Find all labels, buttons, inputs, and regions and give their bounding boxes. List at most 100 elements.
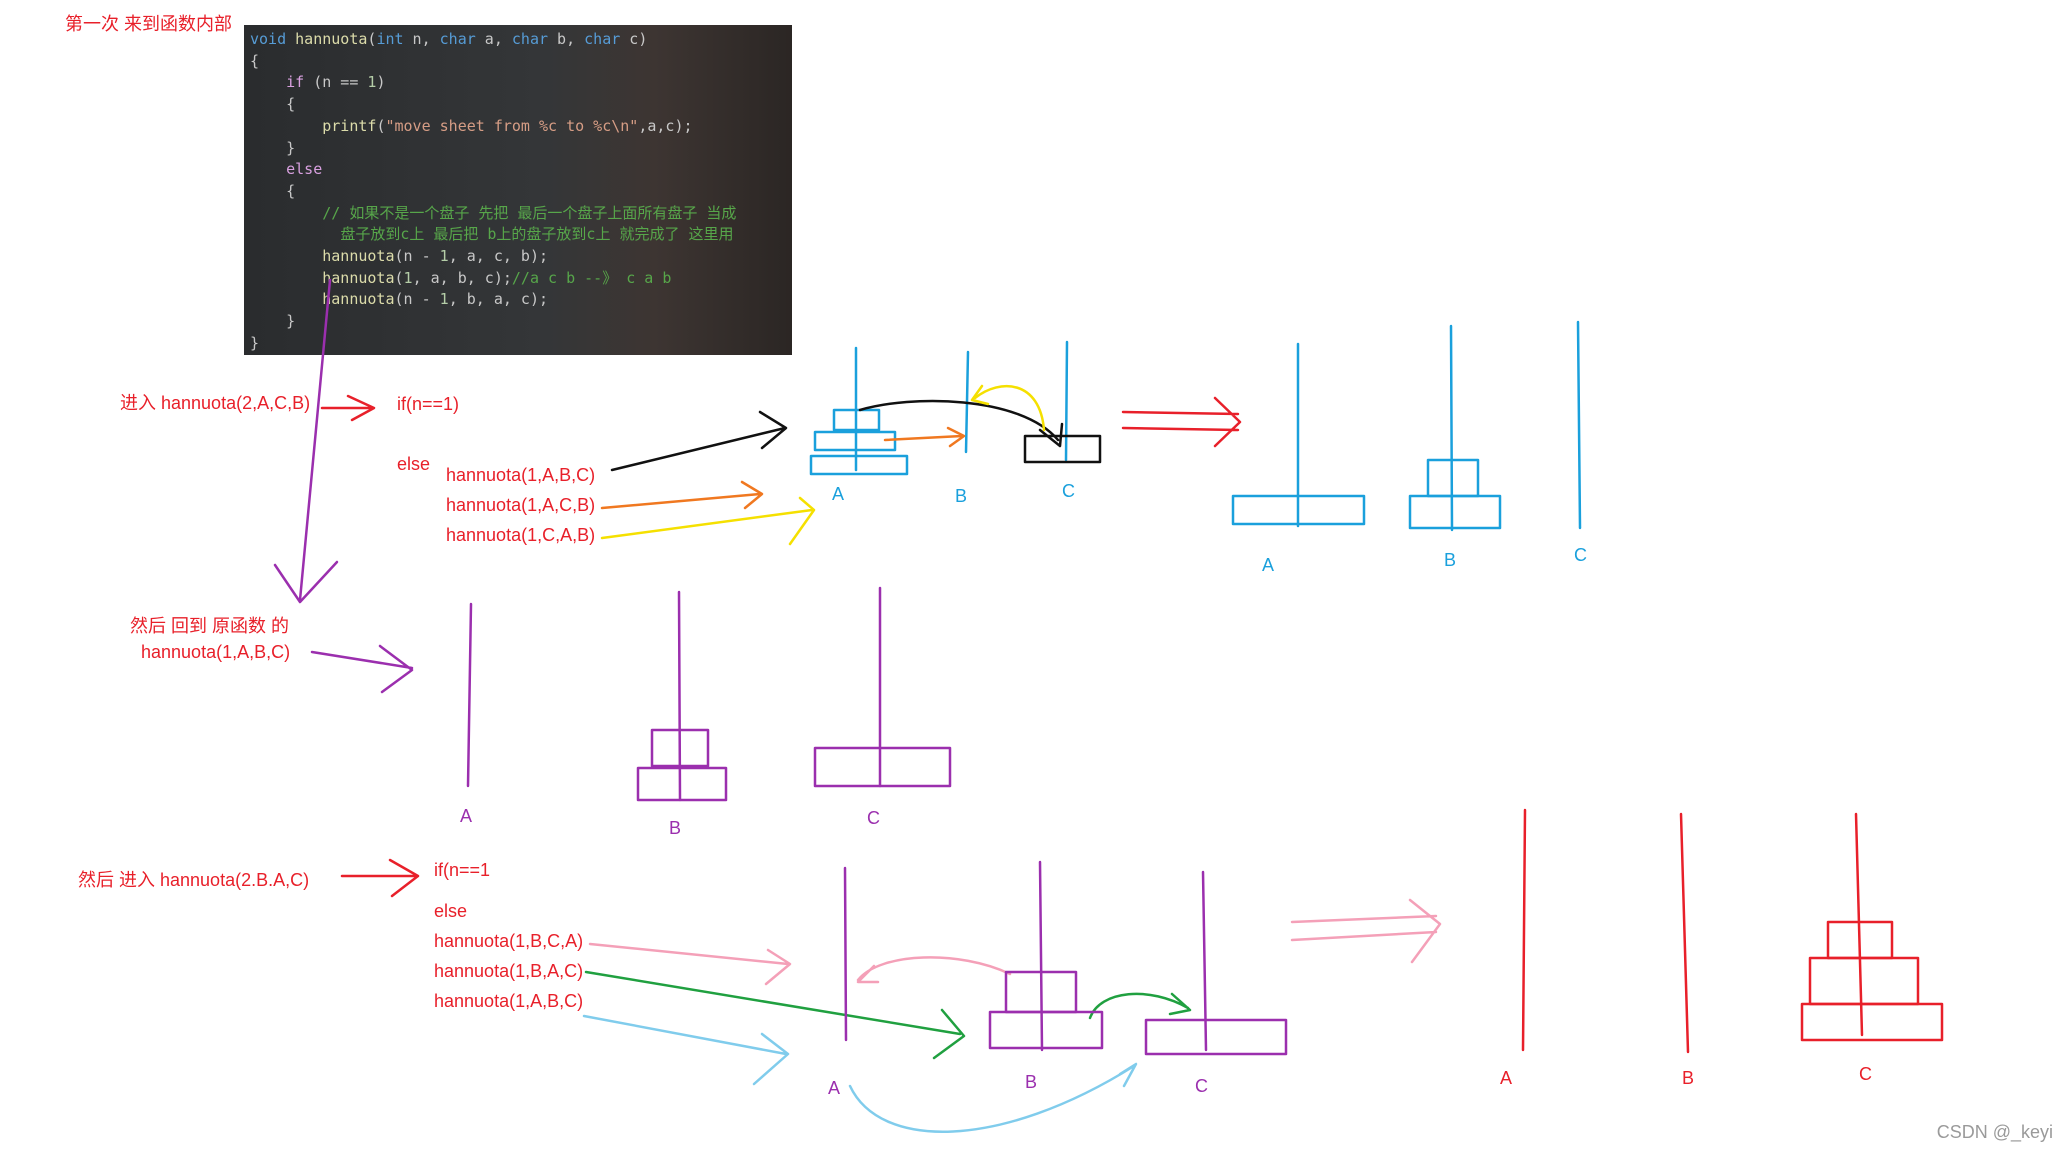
code-token: // 如果不是一个盘子 先把 最后一个盘子上面所有盘子 当成: [322, 203, 737, 222]
peg-label-r3b-c: C: [1859, 1064, 1872, 1084]
sec1-if-label: if(n==1): [397, 394, 460, 414]
peg-label-r1a-c: C: [1062, 481, 1075, 501]
arrow-red-double: [1121, 396, 1242, 448]
code-token: a,: [475, 30, 512, 48]
code-token: printf: [322, 116, 377, 135]
code-line: hannuota(1, a, b, c);//a c b --》 c a b: [250, 268, 671, 288]
header-note: 第一次 来到函数内部: [65, 14, 233, 34]
code-token: else: [286, 160, 323, 179]
code-token: }: [250, 312, 296, 331]
disc-r1b-a-large: [1231, 494, 1366, 526]
code-token: 1: [439, 247, 449, 265]
code-token: ): [376, 73, 386, 92]
sec2-purple-arrow: [310, 644, 414, 694]
code-token: {: [250, 95, 296, 114]
peg-label-r3b-a: A: [1500, 1068, 1513, 1088]
code-token: (n ==: [304, 73, 368, 92]
flow-arrowhead-purple-down: [273, 560, 339, 604]
peg-label-r3a-b: B: [1025, 1072, 1038, 1092]
arrow-pink-call1: [588, 942, 792, 986]
code-token: , b, a, c);: [448, 290, 549, 309]
code-line: }: [250, 333, 259, 353]
sec3-call-2: hannuota(1,B,A,C): [434, 961, 584, 981]
disc-r3b-mid: [1808, 956, 1920, 1006]
disc-r3b-large: [1800, 1002, 1944, 1042]
peg-label-r1b-b: B: [1444, 550, 1457, 570]
code-token: , a, c, b);: [448, 247, 549, 265]
code-token: char: [511, 30, 549, 48]
code-token: (n -: [394, 290, 440, 309]
disc-r2-b-small: [650, 728, 710, 768]
code-line: hannuota(n - 1, b, a, c);: [250, 289, 548, 309]
sec2-back-line1: 然后 回到 原函数 的: [130, 616, 290, 636]
code-token: n,: [403, 30, 440, 48]
peg-r1b-c: [1576, 320, 1582, 530]
disc-r2-c-large: [813, 746, 952, 788]
sec1-call-2: hannuota(1,A,C,B): [446, 495, 596, 515]
sec1-call-3: hannuota(1,C,A,B): [446, 525, 596, 545]
row3a-pegs: [843, 860, 1288, 1056]
code-token: b,: [548, 30, 585, 48]
sec1-red-arrow: [320, 394, 376, 422]
peg-label-r3a-a: A: [828, 1078, 841, 1098]
arrow-pink-move: [856, 956, 1012, 984]
disc-r2-b-mid: [636, 766, 728, 802]
code-token: hannuota: [322, 290, 395, 309]
code-line: {: [250, 94, 295, 114]
peg-r3a-a: [843, 866, 848, 1042]
peg-r3a-b: [1038, 860, 1044, 1052]
code-token: {: [250, 51, 260, 70]
peg-label-r3b-b: B: [1682, 1068, 1695, 1088]
code-token: }: [250, 333, 260, 352]
code-line: if (n == 1): [250, 72, 385, 92]
row1b-pegs: [1231, 320, 1582, 532]
peg-label-r2-b: B: [669, 818, 682, 838]
code-token: hannuota: [322, 247, 395, 265]
code-token: (: [367, 30, 377, 48]
sec3-call-1: hannuota(1,B,C,A): [434, 931, 584, 951]
code-token: void: [250, 30, 296, 48]
code-token: "move sheet from %c to %c\n": [385, 116, 639, 135]
code-token: ,a,c);: [638, 116, 693, 135]
code-token: char: [439, 30, 476, 48]
code-token: (n -: [394, 247, 440, 265]
disc-r1a-mid: [813, 430, 897, 452]
code-line: printf("move sheet from %c to %c\n",a,c)…: [250, 116, 693, 136]
sec3-if-label: if(n==1: [434, 860, 491, 880]
disc-r1a-c-black: [1023, 434, 1102, 464]
peg-label-r1b-a: A: [1262, 555, 1275, 575]
code-token: 1: [439, 290, 449, 309]
row3b-pegs: [1521, 808, 1944, 1054]
code-line: {: [250, 51, 259, 71]
sec2-back-line2: hannuota(1,A,B,C): [141, 642, 291, 662]
peg-label-r2-a: A: [460, 806, 473, 826]
sec3-else-label: else: [434, 901, 468, 921]
code-token: 盘子放到c上 最后把 b上的盘子放到c上 就完成了 这里用: [340, 225, 734, 244]
sec1-else-label: else: [397, 454, 431, 474]
peg-label-r1b-c: C: [1574, 545, 1587, 565]
code-token: hannuota: [322, 268, 395, 287]
disc-r1a-large: [809, 454, 909, 476]
code-token: (: [376, 116, 386, 135]
arrow-orange-move: [883, 426, 966, 448]
arrow-lightblue-call3: [582, 1014, 790, 1086]
peg-label-r1a-b: B: [955, 486, 968, 506]
disc-r1a-small: [832, 408, 881, 432]
code-line: hannuota(n - 1, a, c, b);: [250, 246, 548, 266]
arrow-pink-double: [1290, 898, 1442, 964]
flow-arrow-purple-down: [298, 278, 332, 602]
sec3-enter-label: 然后 进入 hannuota(2.B.A,C): [78, 870, 310, 890]
arrow-yellow-move: [970, 384, 1046, 432]
peg-r3b-c: [1854, 812, 1864, 1037]
arrow-orange-call2: [600, 480, 764, 510]
disc-r1b-b-mid: [1408, 494, 1502, 530]
code-snippet: void hannuota(int n, char a, char b, cha…: [244, 25, 792, 355]
row1a-pegs: [809, 340, 1069, 476]
code-line: // 如果不是一个盘子 先把 最后一个盘子上面所有盘子 当成: [250, 203, 736, 223]
sec1-call-1: hannuota(1,A,B,C): [446, 465, 596, 485]
code-token: hannuota: [295, 30, 368, 48]
peg-r3b-b: [1679, 812, 1690, 1054]
arrow-green-call2: [584, 970, 966, 1060]
code-token: //a c b --》 c a b: [511, 268, 672, 287]
